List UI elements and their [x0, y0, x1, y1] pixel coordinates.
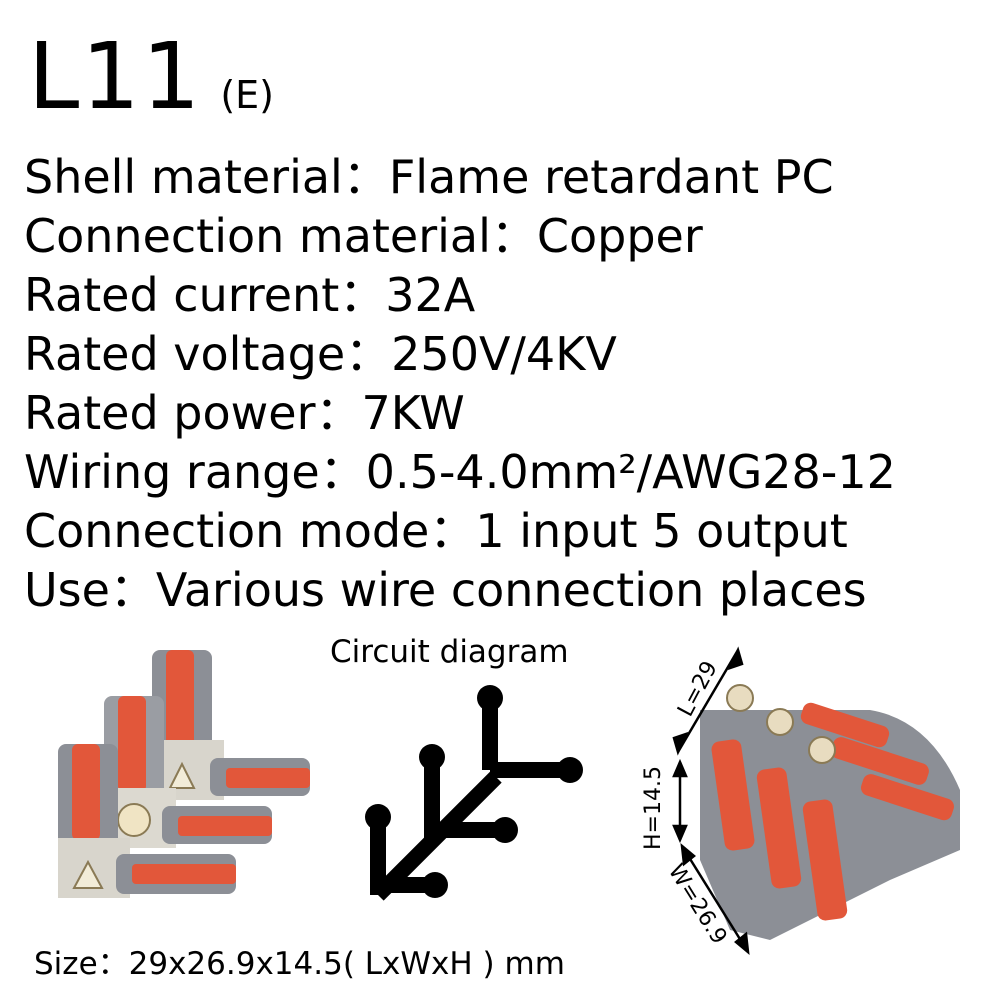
connector-product-image-left	[58, 650, 310, 898]
connector-body	[700, 684, 960, 940]
size-caption: Size：29x26.9x14.5( LxWxH ) mm	[34, 946, 565, 982]
spec-wiring-range: Wiring range：0.5-4.0mm²/AWG28-12	[24, 445, 896, 499]
connector-product-image-right: L=29 H=14.5 W=26.9	[641, 646, 960, 955]
circuit-terminal	[365, 804, 391, 830]
circuit-diagram	[365, 685, 583, 901]
dimension-height-label: H=14.5	[641, 766, 666, 850]
circuit-terminal	[422, 872, 448, 898]
circuit-terminal	[492, 817, 518, 843]
circuit-terminal	[477, 685, 503, 711]
spec-use: Use：Various wire connection places	[24, 563, 867, 617]
dimension-arrows	[672, 646, 750, 955]
circuit-diagram-title: Circuit diagram	[330, 634, 569, 670]
circuit-terminal	[557, 757, 583, 783]
connector-unit-rear	[152, 650, 310, 800]
model-heading: L11 (E)	[28, 22, 274, 132]
model-suffix: (E)	[220, 73, 274, 117]
model-code: L11	[28, 23, 203, 130]
spec-rated-current: Rated current：32A	[24, 268, 476, 322]
spec-connection-mode: Connection mode：1 input 5 output	[24, 504, 848, 558]
circuit-terminal	[419, 744, 445, 770]
spec-connection-material: Connection material：Copper	[24, 209, 703, 263]
spec-shell-material: Shell material：Flame retardant PC	[24, 150, 834, 204]
connector-unit-front	[58, 744, 236, 898]
spec-rated-power: Rated power：7KW	[24, 386, 465, 440]
spec-rated-voltage: Rated voltage：250V/4KV	[24, 327, 617, 381]
spec-list: Shell material：Flame retardant PC Connec…	[24, 148, 984, 620]
